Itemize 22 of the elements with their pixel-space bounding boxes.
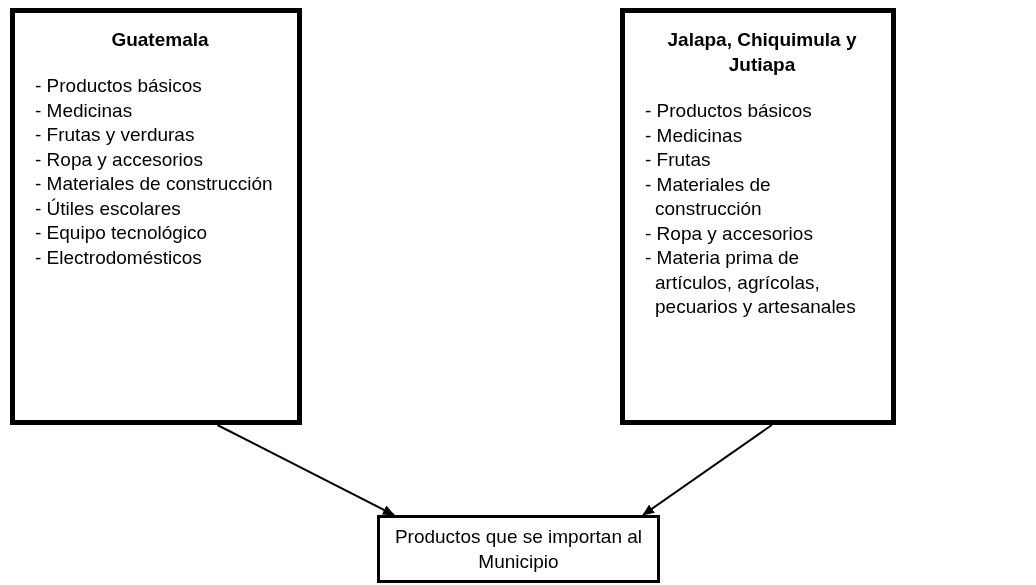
text-box [620,8,896,425]
list-item: - Productos básicos [645,99,813,123]
list-item: - Ropa y accesorios [35,147,204,172]
list-item: - Materiales de construcción [35,172,274,196]
text-box [10,8,302,425]
list-item: - Equipo tecnológico [35,221,209,245]
list-item: - Electrodomésticos [35,245,203,270]
list-item: - Frutas y verduras [35,123,196,147]
list-item: - Productos básicos [35,74,203,98]
box-heading: Guatemala [110,28,210,52]
arrow [216,424,395,516]
list-item: - Medicinas [35,98,134,123]
list-item: - Útiles escolares [35,196,182,221]
list-item: - Materia prima de artículos, agrícolas, pecuarios y artesanales [645,246,857,319]
list-item: - Ropa y accesorios [645,221,814,246]
list-item: - Medicinas [645,123,744,148]
list-item: - Frutas [645,148,712,172]
box-heading: Jalapa, Chiquimula y Jutiapa [666,28,858,77]
box-text: Productos que se importan al Municipio [393,525,644,574]
list-item: - Materiales de construcción [645,172,772,221]
text-box [377,515,660,583]
arrow [642,424,773,516]
